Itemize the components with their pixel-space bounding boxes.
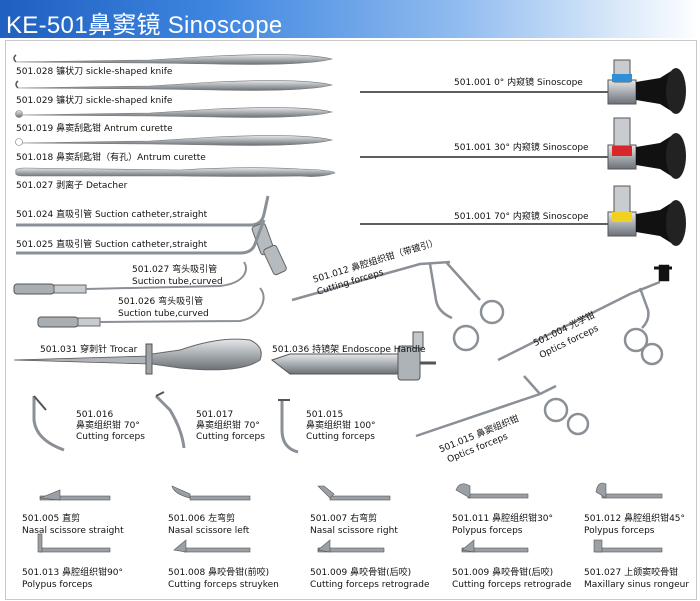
item-label-501-018: 501.018 鼻窦刮匙钳（有孔）Antrum curette — [16, 153, 206, 163]
polypus-forceps-90-image — [37, 533, 111, 553]
sickle-knife-1-image — [13, 54, 334, 65]
page-title: KE-501鼻窦镜 Sinoscope — [6, 12, 283, 39]
item-label-501-028: 501.028 镰状刀 sickle-shaped knife — [16, 67, 173, 77]
item-label-501-006-en: Nasal scissore left — [168, 526, 250, 536]
item-label-501-026-en: Suction tube,curved — [118, 309, 209, 319]
item-label-501-011-cn: 501.011 鼻腔组织钳30° — [452, 514, 554, 524]
item-label-501-006-cn: 501.006 左弯剪 — [168, 514, 236, 524]
optics-forceps-lower-image — [415, 375, 590, 438]
item-label-501-009-b-en: Cutting forceps retrograde — [452, 580, 572, 590]
item-label-501-027-rongeur-cn: 501.027 上颌窦咬骨钳 — [584, 568, 679, 578]
item-label-501-029: 501.029 镰状刀 sickle-shaped knife — [16, 96, 173, 106]
header-banner: KE-501鼻窦镜 Sinoscope — [0, 0, 700, 39]
antrum-curette-1-image — [15, 107, 334, 118]
item-label-501-027-suction-en: Suction tube,curved — [132, 277, 223, 287]
trocar-image — [13, 338, 262, 375]
item-label-501-015-cutting-cn: 鼻窦组织钳 100° — [306, 421, 376, 431]
antrum-curette-2-image — [15, 135, 334, 146]
cutting-forceps-100-image — [278, 399, 299, 454]
item-label-501-026-cn: 501.026 弯头吸引管 — [118, 297, 204, 307]
endoscope-handle-image — [270, 331, 436, 381]
item-label-501-024: 501.024 直吸引管 Suction catheter,straight — [16, 210, 208, 220]
cutting-forceps-retrograde-2-image — [461, 539, 529, 553]
item-label-501-013-en: Polypus forceps — [22, 580, 93, 590]
item-label-501-036: 501.036 持镜架 Endoscope Handle — [272, 345, 426, 355]
item-label-501-005-cn: 501.005 直剪 — [22, 514, 81, 524]
item-label-501-016-cn: 鼻窦组织钳 70° — [76, 421, 140, 431]
item-label-501-031: 501.031 穿刺针 Trocar — [40, 345, 138, 355]
suction-curved-2-image — [37, 287, 265, 328]
maxillary-sinus-rongeur-image — [593, 539, 663, 553]
item-label-501-013-cn: 501.013 鼻腔组织钳90° — [22, 568, 124, 578]
cutting-forceps-70-1-image — [32, 395, 65, 452]
cutting-forceps-large-image — [291, 260, 505, 352]
item-label-501-012-polypus-en: Polypus forceps — [584, 526, 655, 536]
item-label-501-027-detacher: 501.027 剥离子 Detacher — [16, 181, 128, 191]
sinoscope-70-image — [360, 185, 686, 246]
item-label-501-016-en: Cutting forceps — [76, 432, 145, 442]
polypus-forceps-45-image — [595, 482, 663, 499]
item-label-501-017-cn: 鼻窦组织钳 70° — [196, 421, 260, 431]
cutting-forceps-retrograde-1-image — [317, 539, 385, 553]
item-label-501-008-en: Cutting forceps struyken — [168, 580, 279, 590]
item-label-501-027-rongeur-en: Maxillary sinus rongeur — [584, 580, 690, 590]
item-label-501-017-en: Cutting forceps — [196, 432, 265, 442]
item-label-501-019: 501.019 鼻窦刮匙钳 Antrum curette — [16, 124, 173, 134]
suction-straight-2-image — [16, 219, 287, 276]
nasal-scissor-left-image — [171, 485, 251, 501]
item-label-501-025: 501.025 直吸引管 Suction catheter,straight — [16, 240, 208, 250]
sinoscope-30-image — [360, 117, 686, 179]
optics-forceps-upper-image — [497, 264, 672, 366]
item-label-501-007-en: Nasal scissore right — [310, 526, 398, 536]
item-label-501-001-0deg: 501.001 0° 内窥镜 Sinoscope — [454, 78, 583, 88]
item-label-501-001-70deg: 501.001 70° 内窥镜 Sinoscope — [454, 212, 589, 222]
item-label-501-012-polypus-cn: 501.012 鼻腔组织钳45° — [584, 514, 686, 524]
item-label-501-009-b-cn: 501.009 鼻咬骨钳(后咬) — [452, 568, 554, 578]
catalog-frame — [5, 40, 697, 600]
detacher-image — [15, 167, 336, 177]
polypus-forceps-30-image — [455, 483, 529, 499]
item-label-501-027-suction-cn: 501.027 弯头吸引管 — [132, 265, 218, 275]
nasal-scissor-right-image — [317, 485, 391, 501]
item-label-501-007-cn: 501.007 右弯剪 — [310, 514, 378, 524]
item-label-501-015-cutting-en: Cutting forceps — [306, 432, 375, 442]
suction-curved-1-image — [13, 261, 247, 295]
sickle-knife-2-image — [15, 80, 334, 91]
item-label-501-009-a-cn: 501.009 鼻咬骨钳(后咬) — [310, 568, 412, 578]
sinoscope-0-image — [360, 59, 686, 114]
item-label-501-017-code: 501.017 — [196, 410, 234, 420]
cutting-forceps-struyken-image — [173, 539, 251, 553]
cutting-forceps-70-2-image — [154, 391, 186, 449]
item-label-501-009-a-en: Cutting forceps retrograde — [310, 580, 430, 590]
nasal-scissor-straight-image — [39, 489, 111, 501]
item-label-501-005-en: Nasal scissore straight — [22, 526, 124, 536]
item-label-501-008-cn: 501.008 鼻咬骨钳(前咬) — [168, 568, 270, 578]
item-label-501-015-cutting-code: 501.015 — [306, 410, 344, 420]
item-label-501-016-code: 501.016 — [76, 410, 114, 420]
item-label-501-001-30deg: 501.001 30° 内窥镜 Sinoscope — [454, 143, 589, 153]
item-label-501-011-en: Polypus forceps — [452, 526, 523, 536]
